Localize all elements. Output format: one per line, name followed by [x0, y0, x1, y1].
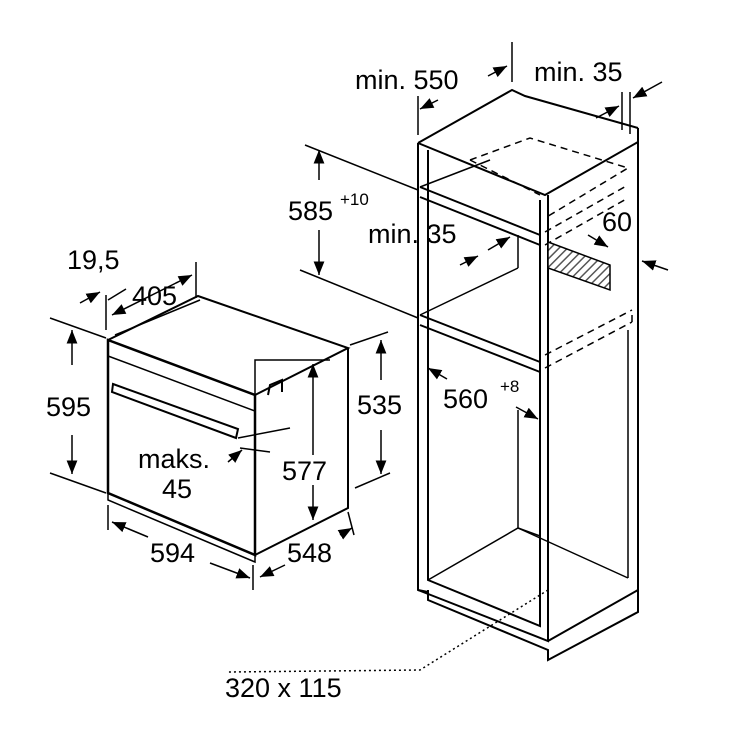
- label-595: 595: [46, 392, 91, 422]
- cabinet-drawing: [417, 88, 639, 662]
- label-585-tolerance: +10: [340, 190, 369, 209]
- label-min-35-top: min. 35: [534, 57, 623, 87]
- oven-drawing: [106, 294, 351, 564]
- label-19-5: 19,5: [67, 245, 120, 275]
- label-405: 405: [132, 281, 177, 311]
- oven-dimensions: [49, 262, 391, 590]
- dimension-labels: min. 550 min. 35 585 +10 min. 35 60 19,5…: [46, 57, 632, 703]
- label-535: 535: [357, 390, 402, 420]
- label-560: 560: [443, 384, 488, 414]
- label-45: 45: [162, 474, 192, 504]
- label-min-35-mid: min. 35: [368, 219, 457, 249]
- label-320x115: 320 x 115: [225, 673, 342, 703]
- label-548: 548: [287, 538, 332, 568]
- vent-opening: [547, 240, 611, 292]
- label-577: 577: [282, 456, 327, 486]
- label-min-550: min. 550: [355, 65, 459, 95]
- cabinet-hidden-lines: [469, 137, 633, 612]
- vent-leader-line: [227, 589, 549, 673]
- label-585: 585: [288, 196, 333, 226]
- label-560-tolerance: +8: [500, 377, 519, 396]
- label-594: 594: [150, 538, 195, 568]
- label-60: 60: [602, 207, 632, 237]
- label-maks: maks.: [138, 444, 210, 474]
- cabinet-dimensions: [299, 42, 669, 420]
